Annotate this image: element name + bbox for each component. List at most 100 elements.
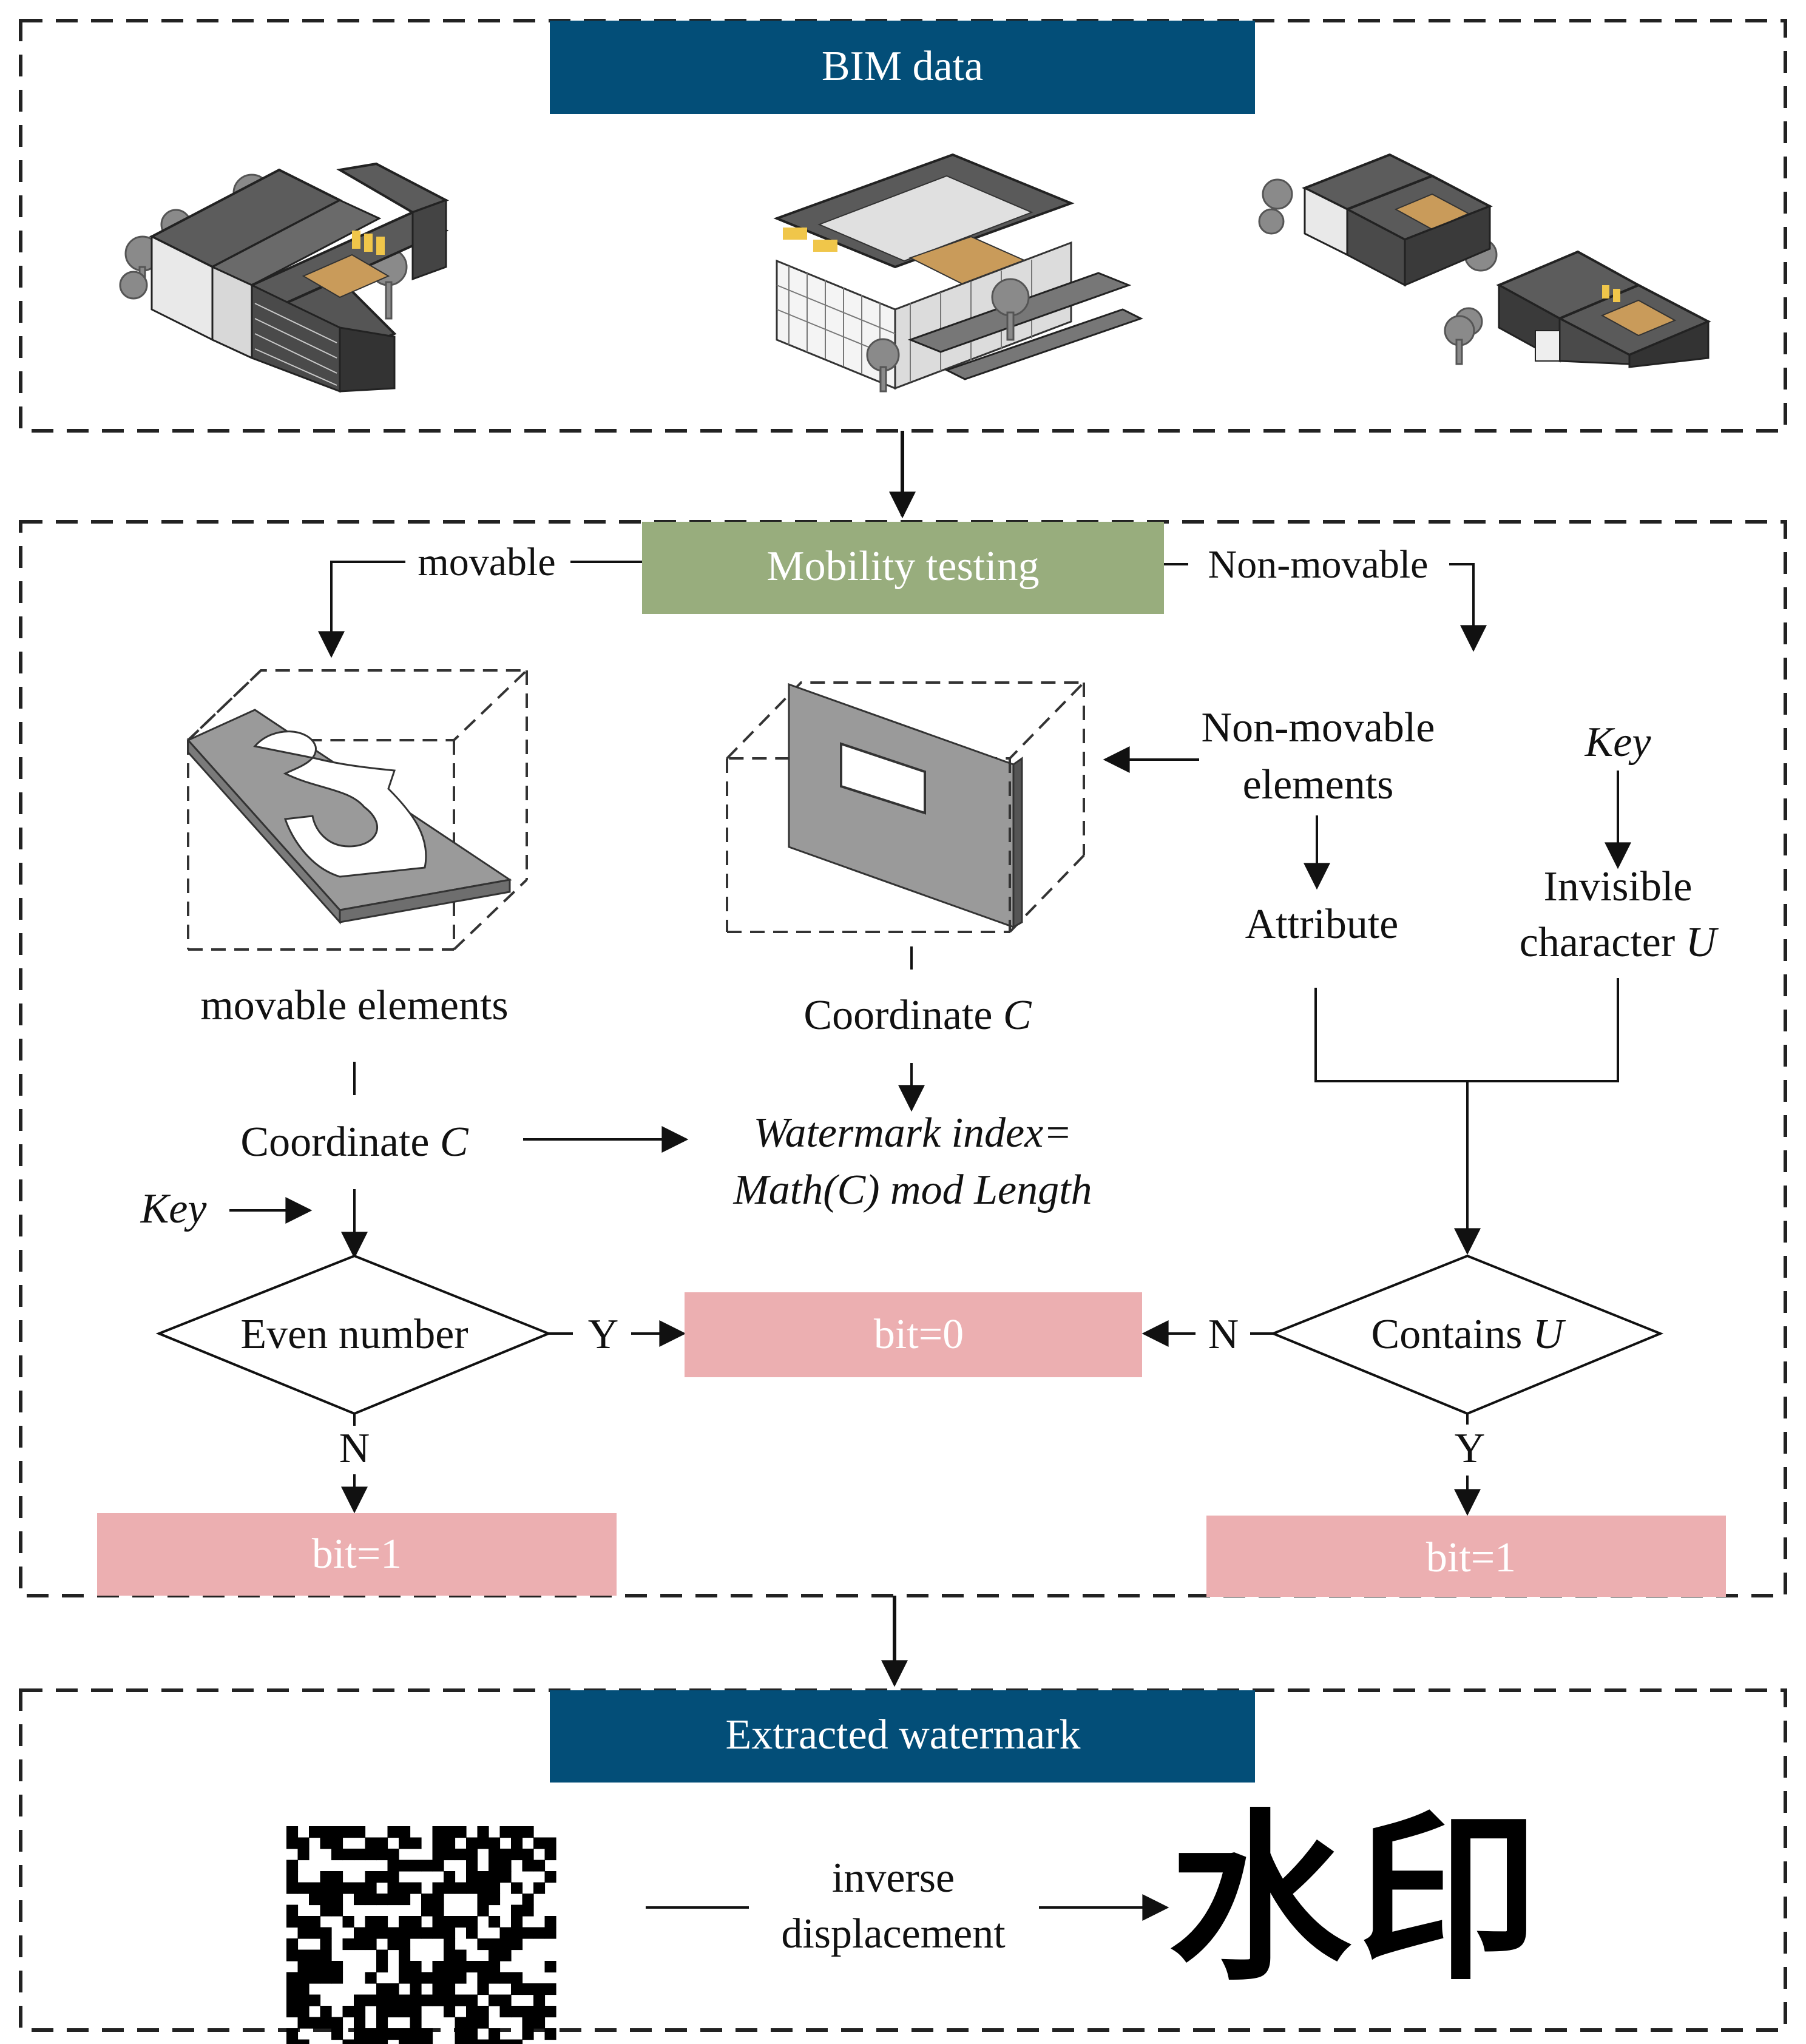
extracted-watermark-title: Extracted watermark [726, 1712, 1081, 1758]
scramble-pixel [489, 1882, 501, 1894]
scramble-pixel [320, 1949, 332, 1961]
scramble-pixel [320, 1938, 332, 1951]
scramble-pixel [320, 1894, 332, 1906]
scramble-pixel [466, 1860, 478, 1872]
scramble-pixel [466, 1849, 478, 1861]
scramble-pixel [387, 1860, 399, 1872]
scramble-pixel [444, 1849, 456, 1861]
scramble-pixel [331, 1826, 343, 1838]
scramble-pixel [387, 2028, 399, 2040]
scramble-pixel [533, 2017, 546, 2029]
scramble-pixel [544, 1837, 556, 1849]
scramble-pixel [455, 2039, 467, 2044]
scramble-pixel [410, 1927, 422, 1939]
scramble-pixel [399, 2006, 411, 2018]
scramble-pixel [320, 2006, 332, 2018]
scramble-pixel [320, 1904, 332, 1917]
scramble-pixel [399, 2039, 411, 2044]
scramble-pixel [286, 1904, 299, 1917]
scramble-pixel [466, 1837, 478, 1849]
scramble-pixel [365, 1927, 377, 1939]
scramble-pixel [466, 1882, 478, 1894]
scramble-pixel [466, 1994, 478, 2006]
scramble-pixel [410, 1882, 422, 1894]
scramble-pixel [320, 1871, 332, 1883]
bit-zero-label: bit=0 [874, 1311, 964, 1358]
scramble-pixel [444, 1882, 456, 1894]
scramble-pixel [489, 1961, 501, 1973]
inverse-displacement-line2: displacement [781, 1911, 1006, 1957]
scramble-pixel [432, 1894, 444, 1906]
scramble-pixel [410, 1972, 422, 1984]
scramble-pixel [286, 1972, 299, 1984]
scramble-pixel [297, 2039, 309, 2044]
scramble-pixel [511, 2006, 523, 2018]
scramble-pixel [376, 1927, 388, 1939]
scramble-pixel [399, 1894, 411, 1906]
scramble-pixel [477, 2017, 489, 2029]
scramble-pixel [489, 1894, 501, 1906]
even-no-label: N [339, 1425, 370, 1472]
scramble-pixel [331, 1871, 343, 1883]
scramble-pixel [365, 1994, 377, 2006]
scramble-pixel [432, 1904, 444, 1917]
scramble-pixel [544, 2028, 556, 2040]
scramble-pixel [522, 1860, 534, 1872]
scramble-pixel [466, 1927, 478, 1939]
scramble-pixel [466, 1871, 478, 1883]
scrambled-watermark-pattern [286, 1826, 556, 2044]
scramble-pixel [444, 1961, 456, 1973]
scramble-pixel [331, 1894, 343, 1906]
scramble-pixel [432, 1826, 444, 1838]
scramble-pixel [309, 1961, 321, 1973]
scramble-pixel [286, 1826, 299, 1838]
scramble-pixel [309, 2017, 321, 2029]
movable-bit-one-label: bit=1 [312, 1531, 402, 1577]
scramble-pixel [399, 1994, 411, 2006]
nonmovable-elements-label-line2: elements [1243, 761, 1394, 808]
scramble-pixel [286, 1983, 299, 1995]
scramble-pixel [387, 1983, 399, 1995]
scramble-pixel [444, 1871, 456, 1883]
scramble-pixel [331, 1882, 343, 1894]
scramble-pixel [511, 1826, 523, 1838]
scramble-pixel [444, 1972, 456, 1984]
scramble-pixel [387, 1882, 399, 1894]
scramble-pixel [354, 1927, 366, 1939]
scramble-pixel [444, 1916, 456, 1928]
scramble-pixel [410, 1860, 422, 1872]
scramble-pixel [455, 1916, 467, 1928]
scramble-pixel [387, 1849, 399, 1861]
scramble-pixel [522, 1927, 534, 1939]
scramble-pixel [286, 1938, 299, 1951]
scramble-pixel [432, 1849, 444, 1861]
scramble-pixel [297, 1983, 309, 1995]
scramble-pixel [477, 1904, 489, 1917]
scramble-pixel [499, 1949, 512, 1961]
scramble-pixel [365, 2039, 377, 2044]
scramble-pixel [522, 2017, 534, 2029]
scramble-pixel [421, 1904, 433, 1917]
scramble-pixel [489, 1837, 501, 1849]
scramble-pixel [511, 1983, 523, 1995]
invisible-character-line2: character U [1520, 919, 1719, 966]
scramble-pixel [466, 2039, 478, 2044]
scramble-pixel [376, 2017, 388, 2029]
scramble-pixel [286, 1916, 299, 1928]
scramble-pixel [522, 1894, 534, 1906]
scramble-pixel [320, 1961, 332, 1973]
scramble-pixel [511, 1916, 523, 1928]
scramble-pixel [376, 2006, 388, 2018]
non-movable-element-3d-sketch [724, 681, 1087, 933]
scramble-pixel [477, 1961, 489, 1973]
scramble-pixel [421, 1994, 433, 2006]
scramble-pixel [309, 1894, 321, 1906]
scramble-pixel [399, 1837, 411, 1849]
scramble-pixel [399, 1826, 411, 1838]
movable-elements-label: movable elements [200, 982, 508, 1029]
connector-attribute-and-invisible-merge [1314, 978, 1619, 1082]
scramble-pixel [544, 1849, 556, 1861]
scramble-pixel [499, 2006, 512, 2018]
scramble-pixel [533, 2006, 546, 2018]
scramble-pixel [511, 2039, 523, 2044]
